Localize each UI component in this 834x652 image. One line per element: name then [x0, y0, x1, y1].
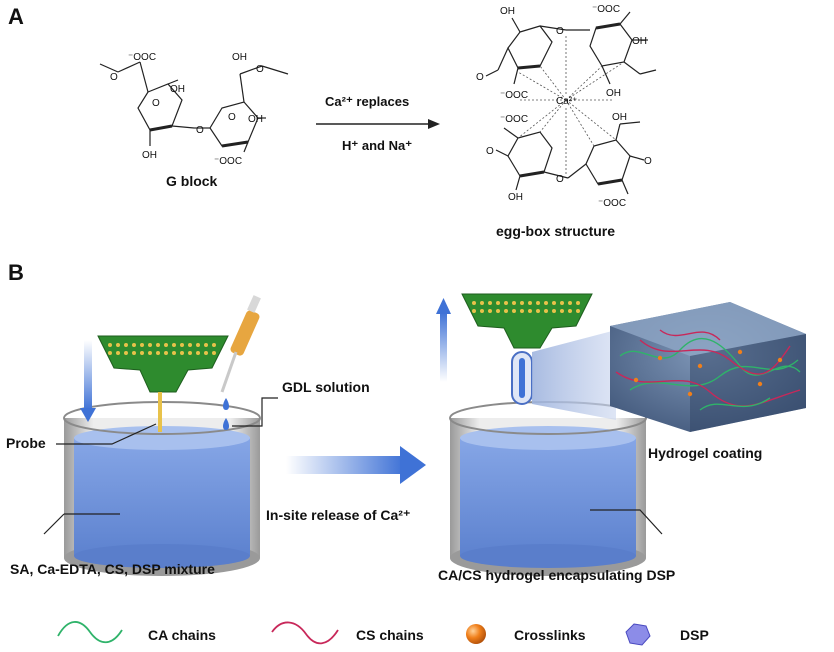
o-label-2: O: [256, 64, 264, 75]
probe-label: Probe: [6, 435, 46, 451]
eb-oh-1: OH: [500, 6, 515, 17]
panel-a-letter: A: [8, 4, 24, 29]
zoom-beam: [532, 330, 616, 420]
eb-oh-3: OH: [606, 88, 621, 99]
eb-ca-ion: Ca²⁺: [556, 96, 577, 107]
oh-label-1: OH: [170, 84, 185, 95]
gdl-leader: [232, 397, 278, 427]
egg-box-structure: [485, 11, 657, 195]
coating-label: Hydrogel coating: [648, 445, 762, 461]
hydrogel-block: [610, 302, 806, 432]
drop-2: [223, 418, 229, 430]
o-label-1: O: [110, 72, 118, 83]
mixture-leader-d: [43, 513, 65, 535]
eb-o-bottom: O: [556, 174, 564, 185]
dsp-swatch: [625, 623, 651, 646]
arrow-top-label: Ca²⁺ replaces: [325, 94, 409, 109]
right-probe-board: [461, 293, 593, 349]
coo-label-2: ⁻OOC: [214, 156, 242, 167]
encap-leader: [590, 509, 663, 535]
oh-label-4: OH: [248, 114, 263, 125]
eb-coo-1: ⁻OOC: [592, 4, 620, 15]
eb-o-2: O: [486, 146, 494, 157]
eb-o-3: O: [644, 156, 652, 167]
probe-core: [519, 358, 525, 398]
o-ring-2: O: [228, 112, 236, 123]
eb-coo-4: ⁻OOC: [598, 198, 626, 209]
coo-label-1: ⁻OOC: [128, 52, 156, 63]
down-arrow-shaft: [84, 340, 92, 410]
encap-label: CA/CS hydrogel encapsulating DSP: [438, 567, 675, 583]
right-beaker: [449, 401, 647, 576]
eb-coo-3: ⁻OOC: [500, 114, 528, 125]
oh-label-2: OH: [142, 150, 157, 161]
legend-cs-chains: CS chains: [356, 627, 424, 643]
legend-dsp: DSP: [680, 627, 709, 643]
up-arrow-head: [436, 298, 451, 314]
pipette-icon: [220, 295, 261, 393]
cs-chain-swatch: [271, 621, 339, 645]
left-probe-board: [97, 335, 229, 432]
ca-chain-swatch: [57, 621, 123, 644]
mixture-label: SA, Ca-EDTA, CS, DSP mixture: [10, 561, 215, 577]
eb-coo-2: ⁻OOC: [500, 90, 528, 101]
process-arrow-shaft: [286, 456, 404, 474]
eb-o-top: O: [556, 26, 564, 37]
release-label: In-site release of Ca²⁺: [266, 507, 410, 523]
crosslink-swatch: [466, 624, 486, 644]
eb-o-1: O: [476, 72, 484, 83]
oh-label-3: OH: [232, 52, 247, 63]
legend-ca-chains: CA chains: [148, 627, 216, 643]
process-arrow-head: [400, 446, 426, 484]
up-arrow-shaft: [440, 312, 447, 382]
down-arrow-head: [80, 408, 96, 422]
drop-1: [223, 398, 229, 410]
arrow-bottom-label: H⁺ and Na⁺: [342, 138, 412, 153]
g-block-structure: [99, 61, 289, 153]
probe-leader: [56, 423, 157, 445]
legend-crosslinks: Crosslinks: [514, 627, 586, 643]
legend: CA chains CS chains Crosslinks DSP: [57, 621, 709, 646]
left-beaker: [63, 401, 261, 576]
eb-oh-4: OH: [612, 112, 627, 123]
eb-oh-5: OH: [508, 192, 523, 203]
o-link: O: [196, 125, 204, 136]
egg-box-label: egg-box structure: [496, 223, 615, 239]
o-ring-1: O: [152, 98, 160, 109]
g-block-label: G block: [166, 173, 218, 189]
eb-oh-2: OH: [632, 36, 647, 47]
panel-b-letter: B: [8, 260, 24, 285]
reaction-arrowhead: [428, 119, 440, 129]
gdl-label: GDL solution: [282, 379, 370, 395]
